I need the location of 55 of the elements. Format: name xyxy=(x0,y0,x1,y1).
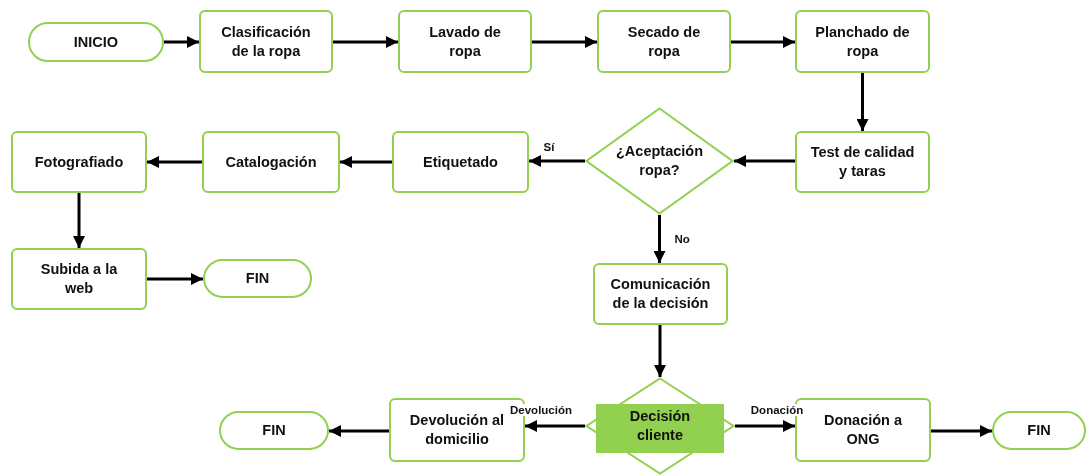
decision-diamond xyxy=(585,377,735,475)
arrow xyxy=(654,325,666,377)
edge-label: Devolución xyxy=(509,404,573,416)
process-box xyxy=(199,10,333,73)
edge-label: Donación xyxy=(749,404,805,416)
process-box xyxy=(593,263,728,325)
process-box xyxy=(392,131,529,193)
arrow xyxy=(73,193,85,248)
terminal-pill xyxy=(219,411,329,450)
node-label: FIN xyxy=(244,269,271,288)
process-box xyxy=(11,248,147,310)
process-box xyxy=(398,10,532,73)
arrow xyxy=(525,420,585,432)
node-label: Catalogación xyxy=(224,152,318,172)
node-label: ¿Aceptación ropa? xyxy=(615,142,704,180)
arrow xyxy=(532,36,597,48)
arrow xyxy=(856,73,869,131)
arrow xyxy=(329,425,389,437)
node-label: Planchado de ropa xyxy=(814,22,911,61)
node-label: FIN xyxy=(1026,421,1052,440)
arrow xyxy=(731,36,795,48)
process-box xyxy=(202,131,340,193)
arrow xyxy=(653,215,666,263)
process-box xyxy=(597,10,731,73)
edge-label: Sí xyxy=(542,141,556,153)
arrow xyxy=(164,36,199,48)
terminal-pill xyxy=(992,411,1086,450)
arrow xyxy=(340,156,392,168)
node-label: Lavado de ropa xyxy=(428,22,502,61)
node-label: Secado de ropa xyxy=(626,22,702,61)
arrow xyxy=(931,425,992,437)
node-label: Donación a ONG xyxy=(822,411,904,449)
terminal-pill xyxy=(203,259,312,298)
node-label: Etiquetado xyxy=(422,152,499,172)
arrow xyxy=(734,155,795,167)
process-box xyxy=(795,10,930,73)
arrow xyxy=(529,155,585,167)
terminal-pill xyxy=(28,22,164,62)
node-label: Devolución al domicilio xyxy=(408,411,506,449)
process-box xyxy=(795,131,930,193)
decision-diamond xyxy=(585,107,734,215)
node-label: FIN xyxy=(261,421,287,440)
node-label: Test de calidad y taras xyxy=(809,143,916,181)
node-label: Decisión cliente xyxy=(628,407,692,445)
process-box xyxy=(11,131,147,193)
arrow xyxy=(333,36,398,48)
node-label: Fotografiado xyxy=(33,152,125,172)
arrow xyxy=(147,156,202,168)
edge-label: No xyxy=(673,233,691,245)
node-label: Comunicación de la decisión xyxy=(609,275,712,313)
arrow xyxy=(147,273,203,285)
arrow xyxy=(735,420,795,432)
node-label: INICIO xyxy=(72,32,120,52)
node-label: Clasificación de la ropa xyxy=(220,22,312,61)
node-label: Subida a la web xyxy=(39,260,119,298)
